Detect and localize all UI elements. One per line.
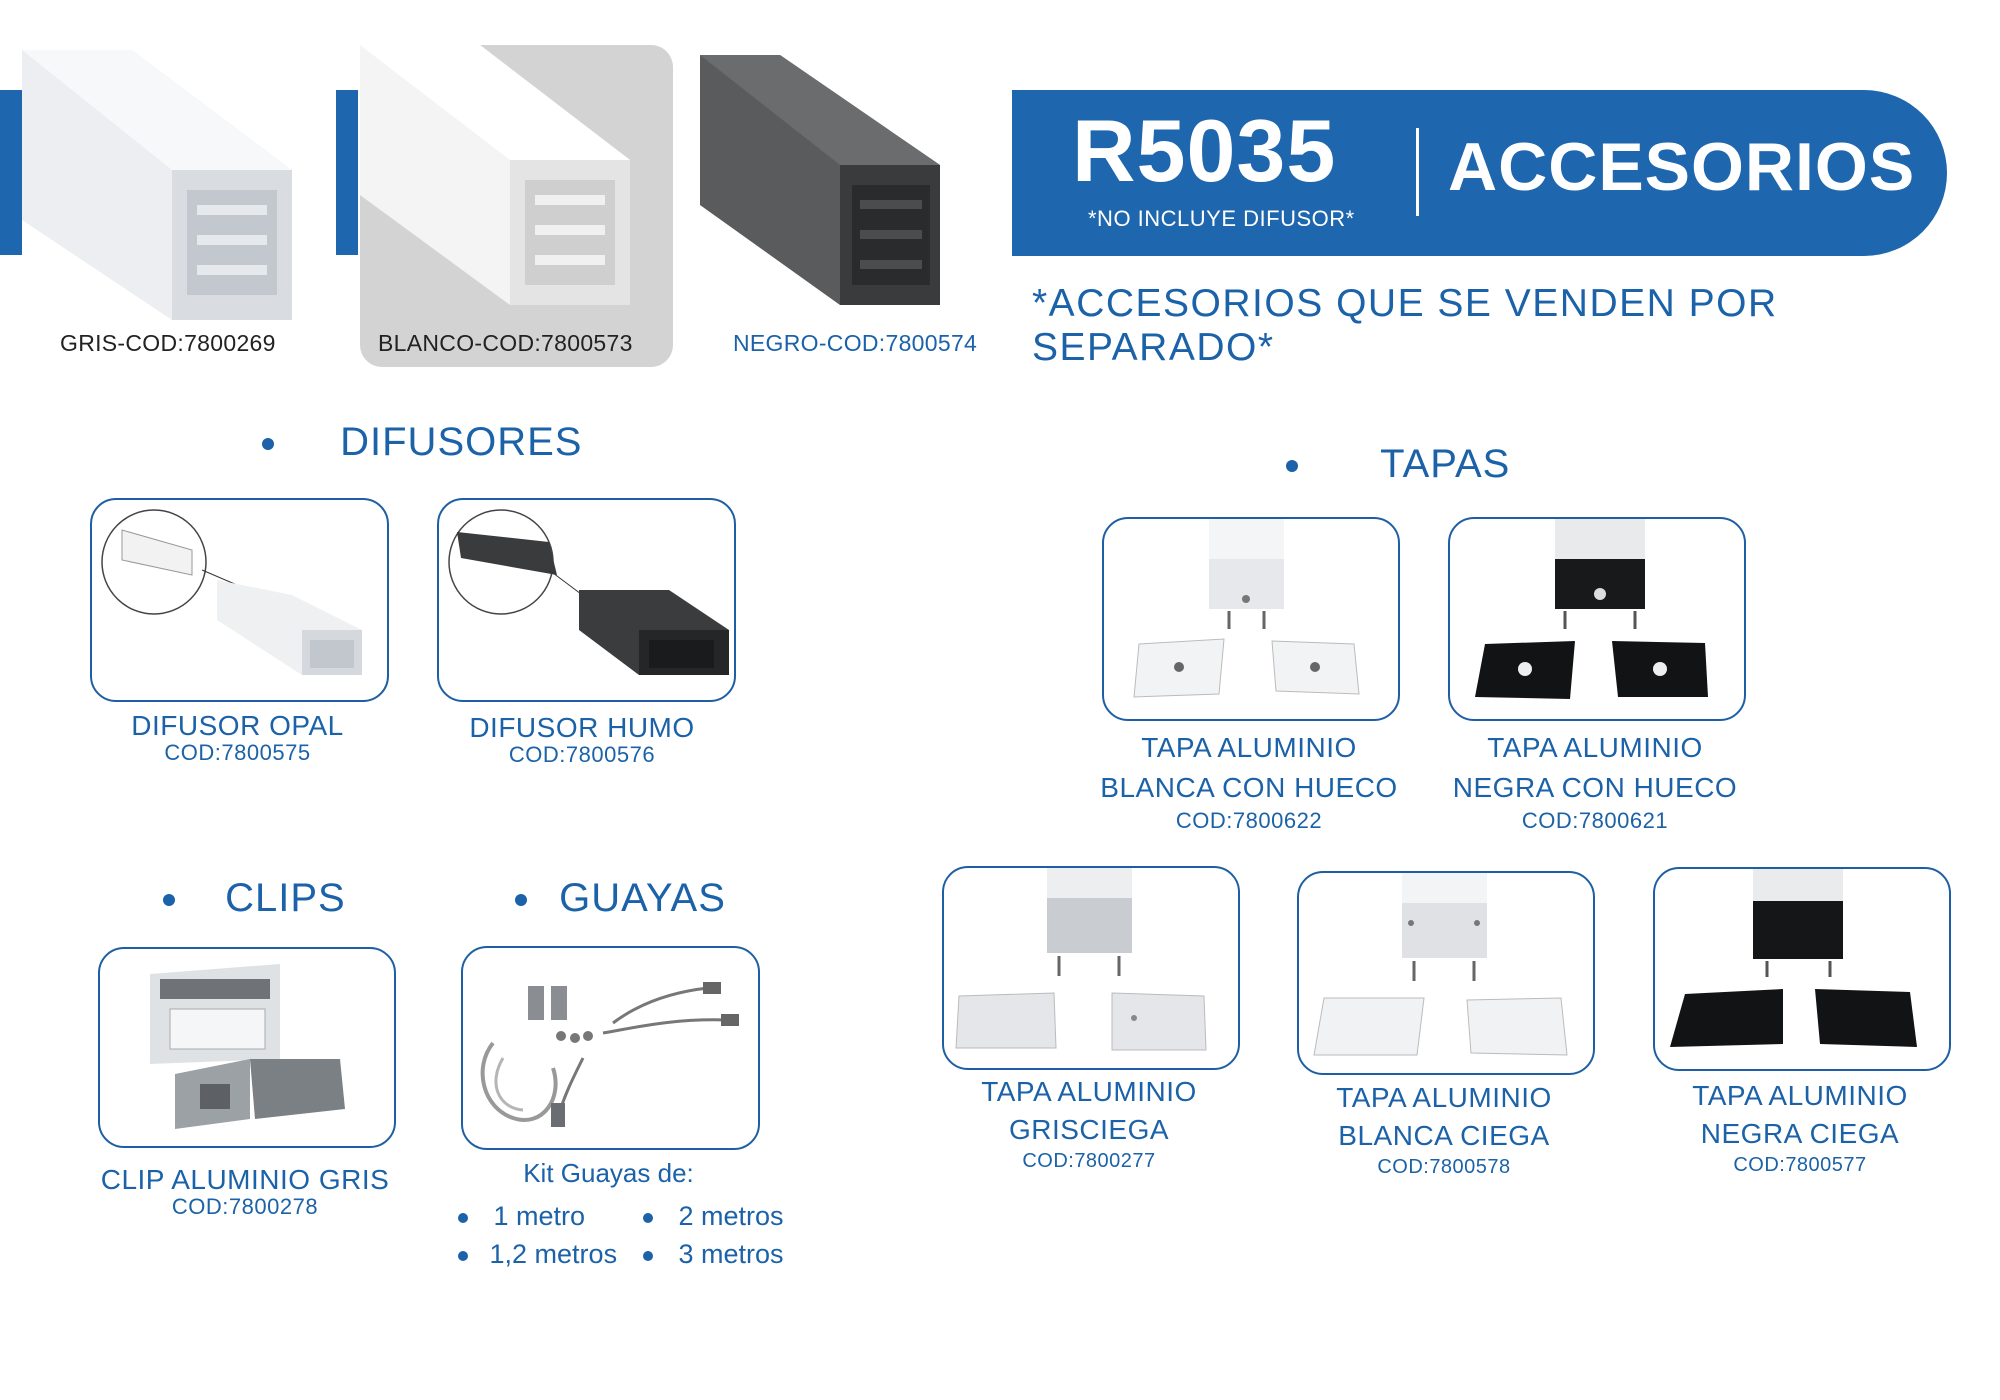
tapa-1-line2: BLANCA CON HUECO: [1100, 772, 1398, 803]
bullet-icon: [262, 438, 274, 451]
bullet-icon: [1286, 460, 1298, 473]
no-diffuser-note: *NO INCLUYE DIFUSOR*: [1088, 206, 1355, 231]
difusor-humo-code: COD:7800576: [508, 742, 656, 767]
profile-label-blanco: BLANCO-COD:7800573: [378, 330, 633, 356]
bullet-icon: [515, 894, 527, 907]
section-guayas: GUAYAS: [515, 876, 726, 921]
bullet-icon: [458, 1212, 468, 1223]
header-subtitle: *ACCESORIOS QUE SE VENDEN POR SEPARADO*: [1032, 282, 1778, 369]
mid-accent-bar: [336, 90, 358, 255]
tapa-negra-hueco-card[interactable]: [1448, 517, 1746, 721]
tapa-5-line1: TAPA ALUMINIO: [1692, 1080, 1908, 1111]
tapa-2-line1: TAPA ALUMINIO: [1487, 732, 1703, 763]
tapa-3-code: COD:7800277: [1022, 1150, 1156, 1172]
header-divider: [1416, 128, 1419, 216]
bullet-icon: [163, 894, 175, 907]
difusor-humo-name: DIFUSOR HUMO: [469, 712, 695, 743]
tapa-4-code: COD:7800578: [1377, 1156, 1511, 1178]
tapa-1-line1: TAPA ALUMINIO: [1141, 732, 1357, 763]
header-banner: R5035 *NO INCLUYE DIFUSOR* ACCESORIOS: [1012, 90, 1947, 256]
tapa-2-code: COD:7800621: [1521, 808, 1669, 833]
guayas-option-4: 3 metros: [643, 1239, 784, 1270]
tapa-4-line2: BLANCA CIEGA: [1338, 1120, 1550, 1151]
profile-label-negro: NEGRO-COD:7800574: [733, 330, 978, 356]
clip-name: CLIP ALUMINIO GRIS: [100, 1164, 390, 1195]
guayas-option-1: 1 metro: [458, 1201, 585, 1232]
difusor-opal-card[interactable]: [90, 498, 389, 702]
tapa-5-line2: NEGRA CIEGA: [1700, 1118, 1900, 1149]
tapa-4-line1: TAPA ALUMINIO: [1336, 1082, 1552, 1113]
clip-card[interactable]: [98, 947, 396, 1148]
section-clips: CLIPS: [163, 876, 346, 921]
guayas-card[interactable]: [461, 946, 760, 1150]
tapa-5-code: COD:7800577: [1733, 1154, 1867, 1176]
difusor-humo-card[interactable]: [437, 498, 736, 702]
tapa-negra-ciega-card[interactable]: [1653, 867, 1951, 1071]
model-title: R5035: [1072, 101, 1337, 200]
profile-image-gris: [22, 50, 292, 320]
guayas-option-2: 2 metros: [643, 1201, 784, 1232]
guayas-title: Kit Guayas de:: [523, 1158, 694, 1188]
clip-code: COD:7800278: [171, 1194, 319, 1219]
difusor-opal-name: DIFUSOR OPAL: [131, 710, 344, 741]
tapa-1-code: COD:7800622: [1175, 808, 1323, 833]
profile-image-negro: [700, 55, 940, 305]
tapa-3-line2: GRISCIEGA: [1008, 1114, 1170, 1145]
tapa-blanca-hueco-card[interactable]: [1102, 517, 1400, 721]
left-accent-bar: [0, 90, 22, 255]
header-title: ACCESORIOS: [1448, 129, 1916, 205]
bullet-icon: [458, 1250, 468, 1261]
tapa-3-line1: TAPA ALUMINIO: [981, 1076, 1197, 1107]
tapa-blanca-ciega-card[interactable]: [1297, 871, 1595, 1075]
bullet-icon: [643, 1250, 653, 1261]
tapa-gris-ciega-card[interactable]: [942, 866, 1240, 1070]
profile-label-gris: GRIS-COD:7800269: [60, 330, 276, 356]
section-tapas: TAPAS: [1286, 442, 1510, 487]
difusor-opal-code: COD:7800575: [164, 740, 311, 765]
section-difusores: DIFUSORES: [262, 420, 582, 465]
guayas-option-3: 1,2 metros: [458, 1239, 617, 1270]
bullet-icon: [643, 1212, 653, 1223]
profile-card-blanco: [360, 45, 673, 367]
tapa-2-line2: NEGRA CON HUECO: [1452, 772, 1738, 803]
